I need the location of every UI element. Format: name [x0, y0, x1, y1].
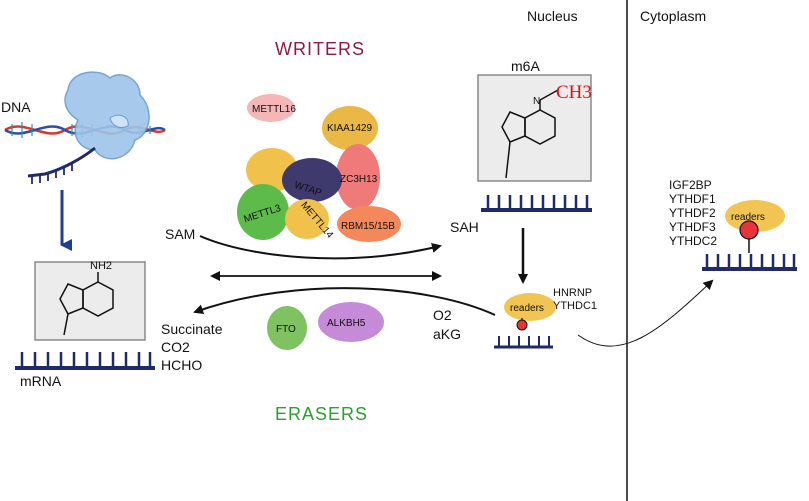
product-hcho: HCHO [161, 357, 202, 373]
nascent-rna-icon [27, 146, 96, 184]
cyto-reader-ythdf2: YTHDF2 [669, 206, 716, 220]
cyto-reader-blob [725, 200, 785, 232]
nuclear-reader-hnrnp: HNRNP [553, 287, 592, 299]
sam-to-sah-arrow [199, 235, 442, 260]
eraser-label-alkbh5: ALKBH5 [327, 318, 366, 329]
demethylation-arrow [193, 287, 496, 316]
cyto-reader-complex: readers [702, 200, 797, 271]
writer-label-kiaa1429: KIAA1429 [327, 123, 372, 134]
sam-label: SAM [165, 226, 195, 242]
cyto-reader-blob-label: readers [731, 212, 765, 223]
nuclear-reader-complex: readers [494, 293, 556, 349]
dna-label: DNA [1, 99, 31, 115]
nucleus-label: Nucleus [527, 8, 578, 24]
erasers-title: ERASERS [275, 404, 368, 424]
nuclear-reader-blob-label: readers [510, 303, 544, 314]
mrna-strand [15, 352, 155, 370]
rna-polymerase-icon [64, 71, 150, 160]
cytoplasm-label: Cytoplasm [640, 8, 706, 24]
writer-protein-complex: METTL16 KIAA1429 WTAP ZC3H13 METTL3 METT… [237, 94, 401, 242]
adenosine-box [34, 261, 146, 341]
alkbh5-blob [318, 302, 384, 342]
zc3h13-blob [336, 144, 380, 210]
adenine-structure [59, 272, 114, 336]
cyto-reader-igf2bp: IGF2BP [669, 178, 712, 192]
mettl3-blob [237, 184, 289, 240]
input-akg: aKG [433, 326, 461, 342]
cyto-reader-ythdc2: YTHDC2 [669, 234, 717, 248]
amine-label: NH2 [90, 260, 112, 272]
nuclear-reader-ythdc1: YTHDC1 [553, 300, 597, 312]
nuclear-m6a-mark [516, 319, 528, 331]
m6a-structure [501, 89, 559, 179]
writers-title: WRITERS [275, 39, 365, 59]
m6a-label: m6A [511, 58, 540, 74]
methyl-label: CH3 [556, 82, 592, 103]
writer-label-rbm15: RBM15/15B [341, 221, 395, 232]
kiaa1429-blob [322, 106, 378, 150]
product-succinate: Succinate [161, 321, 223, 337]
mettl16-blob [247, 94, 295, 122]
rbm15-blob [337, 206, 401, 242]
cyto-reader-ythdf1: YTHDF1 [669, 192, 716, 206]
fto-blob [267, 306, 307, 350]
wtap-blob [282, 158, 342, 202]
nuclear-reader-blob [504, 293, 556, 321]
sah-label: SAH [450, 219, 479, 235]
eraser-label-fto: FTO [276, 324, 296, 335]
mrna-label: mRNA [20, 373, 62, 389]
cyto-m6a-mark [739, 220, 759, 240]
export-arrow [577, 279, 714, 347]
nh-label: N [533, 96, 540, 107]
m6a-box [477, 74, 592, 182]
input-o2: O2 [433, 307, 452, 323]
mettl14-blob [285, 199, 329, 239]
writer-label-mettl16: METTL16 [252, 104, 296, 115]
product-co2: CO2 [161, 339, 190, 355]
writer-label-zc3h13: ZC3H13 [340, 174, 378, 185]
cyto-reader-ythdf3: YTHDF3 [669, 220, 716, 234]
m6a-rna-strand [481, 195, 592, 212]
